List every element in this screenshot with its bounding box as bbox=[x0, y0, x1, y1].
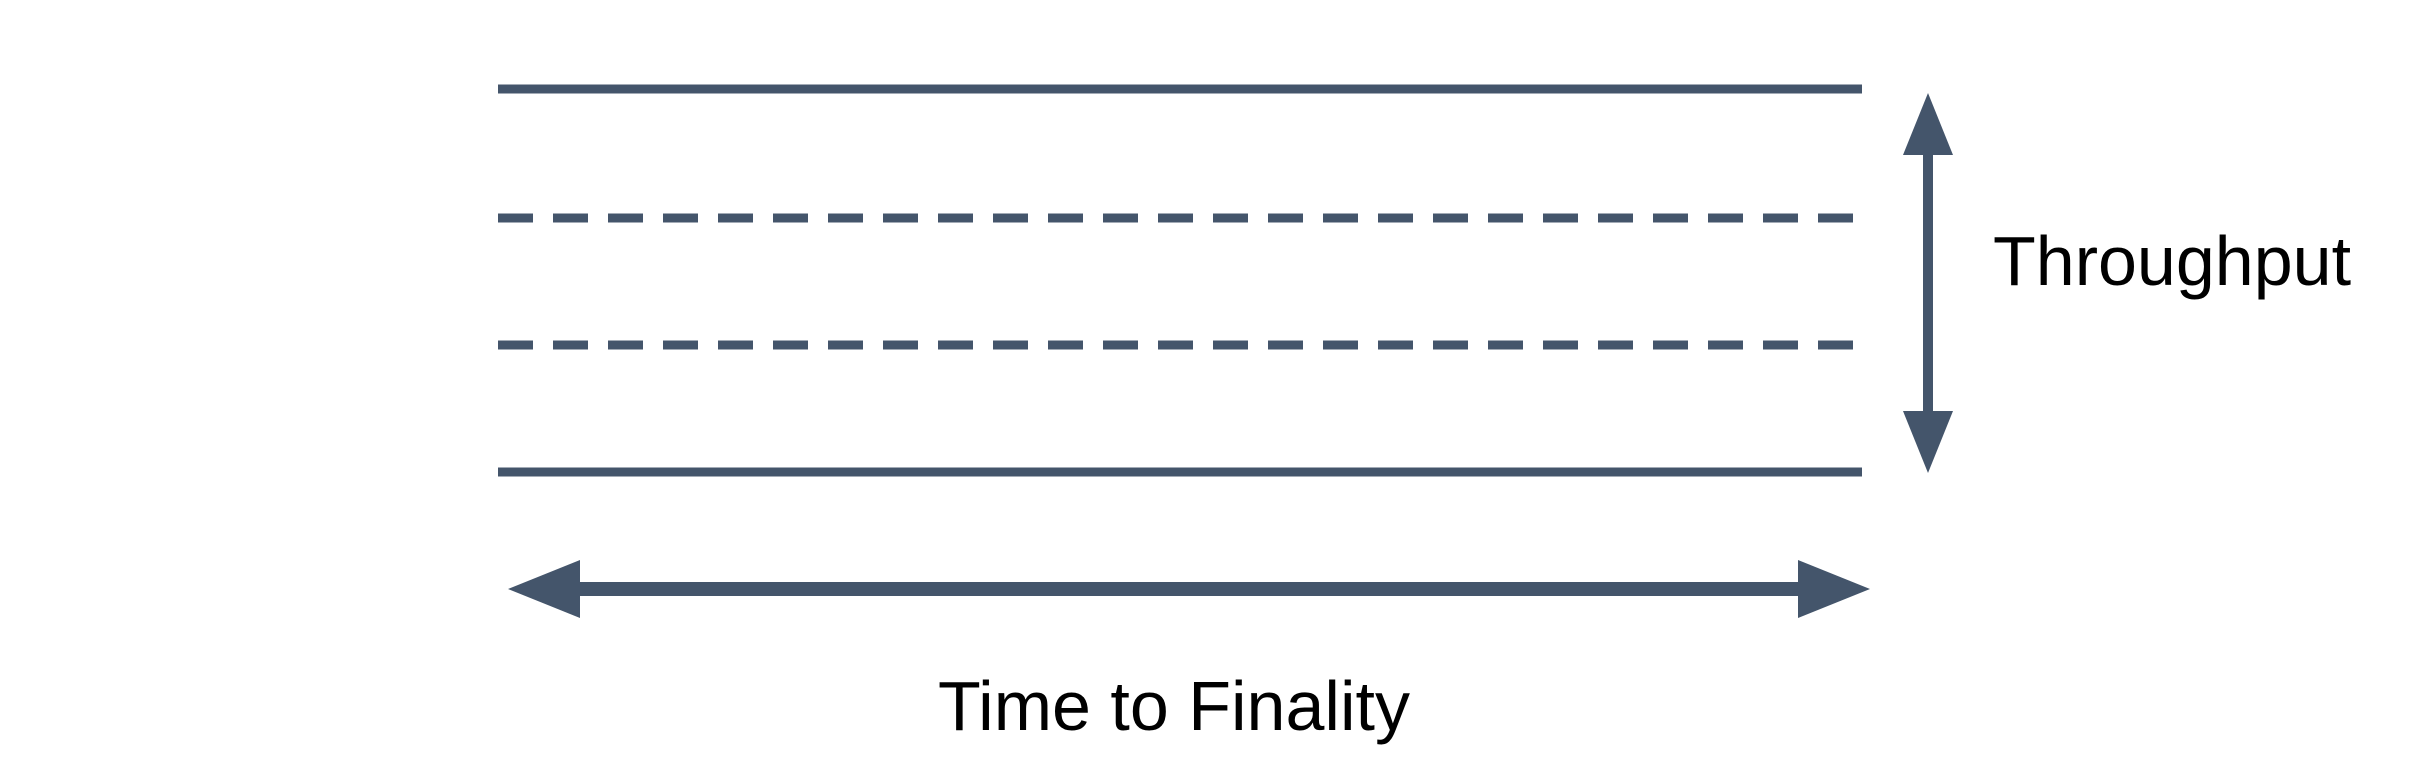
throughput-arrow-shaft bbox=[1923, 150, 1933, 416]
lane-lines-group bbox=[498, 84, 1862, 477]
time-to-finality-arrow-head-left bbox=[508, 560, 580, 618]
throughput-arrow-head-down bbox=[1903, 411, 1953, 473]
time-to-finality-arrow bbox=[508, 560, 1870, 618]
time-to-finality-arrow-head-right bbox=[1798, 560, 1870, 618]
time-to-finality-label: Time to Finality bbox=[938, 667, 1410, 745]
throughput-label: Throughput bbox=[1993, 222, 2351, 300]
time-to-finality-arrow-shaft bbox=[575, 582, 1803, 596]
throughput-arrow-head-up bbox=[1903, 93, 1953, 155]
throughput-arrow bbox=[1903, 93, 1953, 473]
